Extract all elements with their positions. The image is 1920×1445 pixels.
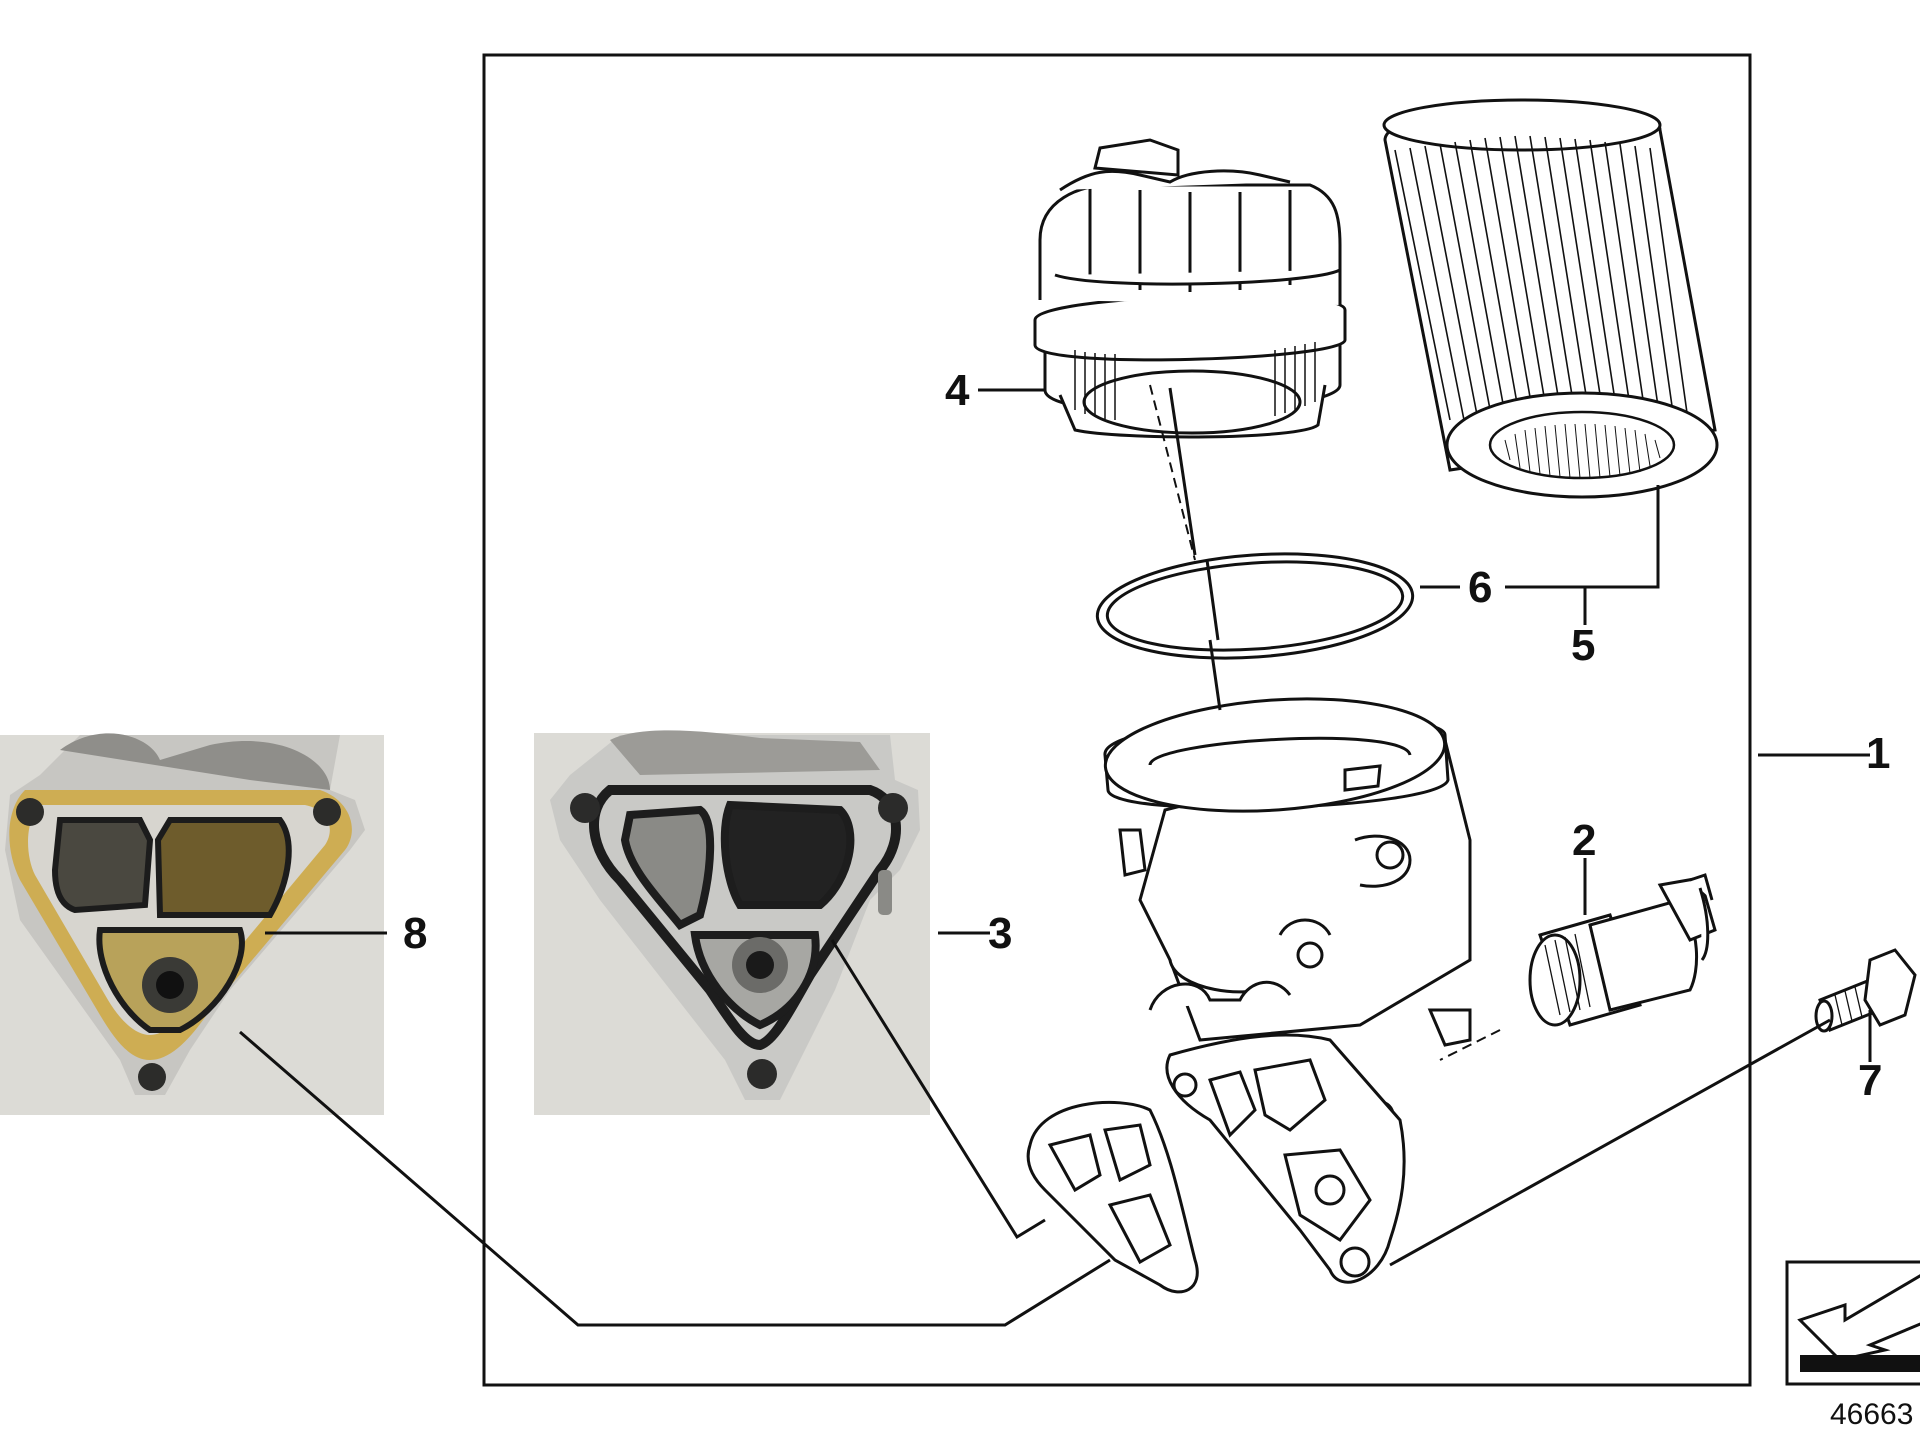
mounting-bolt [1814,948,1917,1033]
o-ring [1095,552,1415,660]
leader-lines [239,387,1872,1327]
photo-gasket-8 [0,733,384,1115]
filter-housing [1103,697,1472,1284]
callout-7: 7 [1858,1056,1882,1105]
callout-4: 4 [945,366,970,415]
callout-8: 8 [403,909,427,958]
direction-symbol [1785,1260,1920,1386]
filter-element [1382,98,1719,499]
callout-6: 6 [1468,563,1492,612]
dashed-axis-lines [1149,384,1501,1061]
oil-pressure-sensor [1528,873,1717,1027]
photo-gasket-3 [534,730,930,1115]
callout-2: 2 [1572,816,1596,865]
filter-cap-threads [1074,342,1316,420]
callout-labels: 1 2 3 4 5 6 7 8 [403,366,1890,1105]
reference-number: 46663 [1830,1398,1913,1431]
callout-3: 3 [988,909,1012,958]
flange-gasket [1026,1100,1199,1294]
callout-5: 5 [1571,621,1595,670]
callout-1: 1 [1866,729,1890,778]
assembly-frame [482,53,1752,1387]
filter-cap [1033,138,1347,439]
